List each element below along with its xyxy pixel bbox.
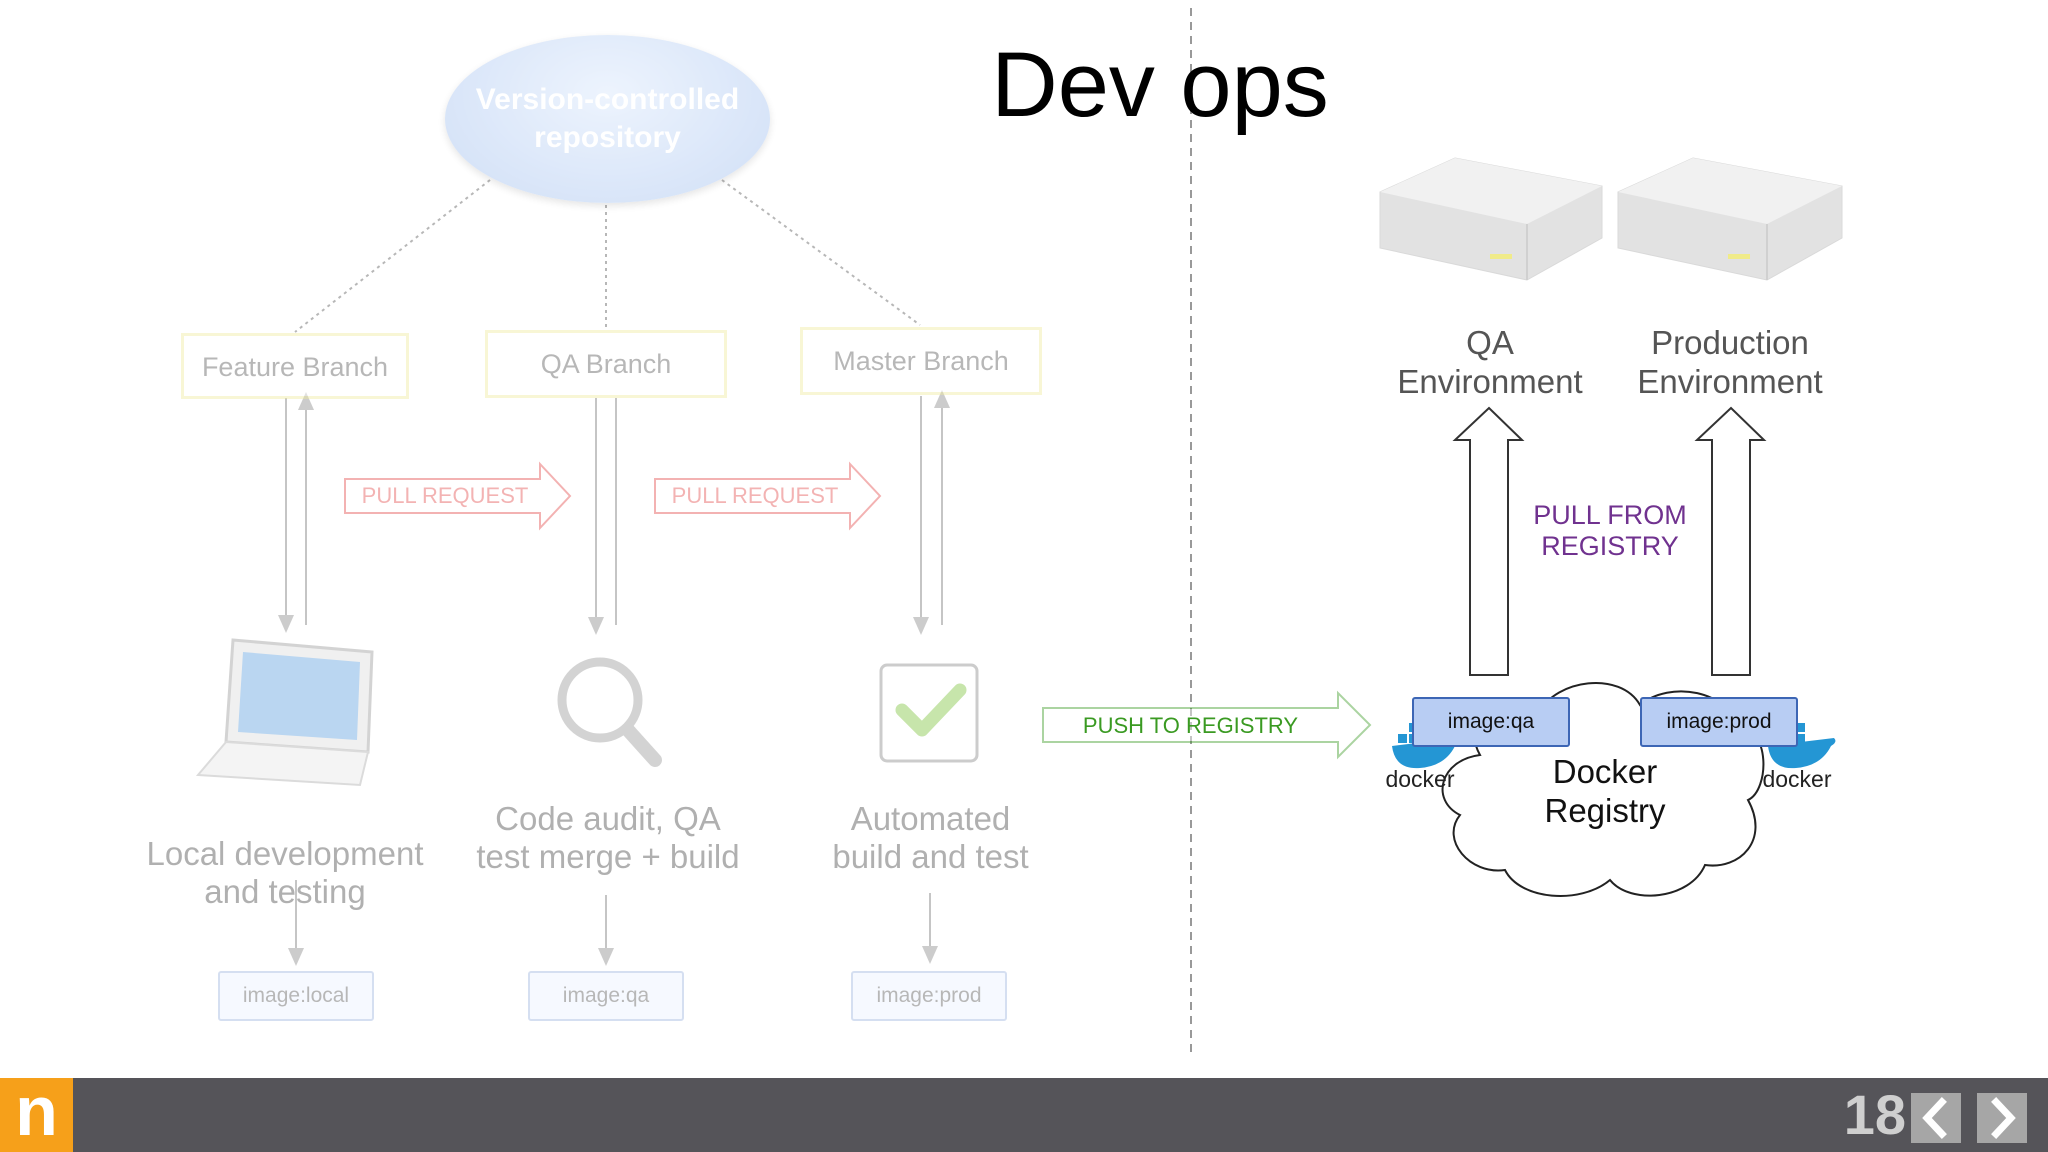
qa-up-arrow	[1452, 406, 1525, 676]
registry-image-prod-tag: image:prod	[1640, 697, 1798, 747]
qa-branch-box: QA Branch	[485, 330, 727, 398]
laptop-icon	[195, 638, 374, 787]
feature-branch-box: Feature Branch	[181, 333, 409, 399]
docker-registry-label: Docker Registry	[1544, 753, 1666, 829]
repo-to-feature-line	[294, 179, 491, 333]
pull-request-label-1: PULL REQUEST	[361, 483, 529, 508]
qa-server-icon	[1379, 157, 1603, 281]
magnifier-icon	[557, 657, 662, 767]
prev-slide-button[interactable]	[1911, 1093, 1961, 1143]
repository-node: Version-controlled repository	[445, 35, 770, 203]
pull-from-registry-label: PULL FROM REGISTRY	[1533, 500, 1687, 561]
repo-to-master-line	[721, 179, 921, 326]
pull-request-label-2: PULL REQUEST	[671, 483, 839, 508]
pull-request-arrow-2	[654, 461, 882, 531]
registry-image-qa-tag: image:qa	[1412, 697, 1570, 747]
slide-title: Dev ops	[991, 34, 1329, 136]
image-local-tag: image:local	[218, 971, 374, 1021]
image-qa-tag: image:qa	[528, 971, 684, 1021]
production-environment-label: Production Environment	[1637, 324, 1823, 400]
image-prod-tag: image:prod	[851, 971, 1007, 1021]
checkmark-icon	[879, 663, 979, 763]
page-number: 18	[1843, 1083, 1906, 1146]
push-arrow-outline	[1042, 690, 1372, 760]
push-to-registry-label: PUSH TO REGISTRY	[1082, 713, 1299, 738]
pull-request-arrow-1	[344, 461, 572, 531]
next-slide-button[interactable]	[1977, 1093, 2027, 1143]
master-branch-box: Master Branch	[800, 327, 1042, 395]
production-up-arrow	[1694, 406, 1767, 676]
local-development-label: Local development and testing	[146, 835, 424, 910]
chevron-left-icon	[1922, 1097, 1947, 1139]
qa-environment-label: QA Environment	[1397, 324, 1583, 400]
production-server-icon	[1617, 157, 1843, 281]
chevron-right-icon	[1991, 1097, 2016, 1139]
automated-build-label: Automated build and test	[832, 800, 1029, 875]
footer-bar	[0, 1078, 2048, 1152]
brand-logo: n	[0, 1076, 73, 1152]
code-audit-label: Code audit, QA test merge + build	[476, 800, 740, 875]
docker-wordmark-left: docker	[1385, 766, 1455, 792]
docker-wordmark-right: docker	[1762, 766, 1832, 792]
